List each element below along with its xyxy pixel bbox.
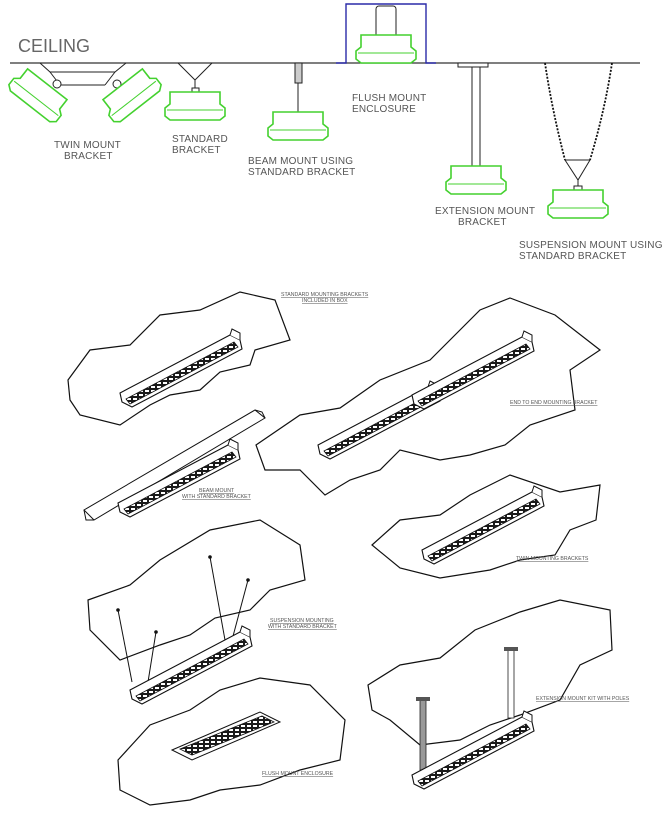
extension-mount-iso	[367, 599, 613, 790]
beam-mount-iso	[83, 409, 266, 521]
standard-mount-iso-label-2: INCLUDED IN BOX	[302, 298, 348, 304]
beam-mount-label-2: STANDARD BRACKET	[248, 167, 355, 178]
standard-bracket-illustration	[164, 62, 226, 121]
standard-mount-iso	[67, 291, 291, 426]
suspension-mount-illustration	[544, 62, 613, 219]
beam-mount-illustration	[267, 62, 329, 141]
standard-mount-iso-label-1: STANDARD MOUNTING BRACKETS	[281, 292, 369, 298]
flush-mount-iso	[117, 677, 346, 806]
beam-mount-iso-label-2: WITH STANDARD BRACKET	[182, 494, 252, 500]
flush-mount-illustration	[336, 3, 436, 64]
beam-mount-iso-label-1: BEAM MOUNT	[199, 488, 235, 494]
flush-mount-label-1: FLUSH MOUNT	[352, 93, 426, 104]
twin-mount-iso	[371, 474, 601, 579]
beam-mount-label-1: BEAM MOUNT USING	[248, 156, 353, 167]
ceiling-label: CEILING	[18, 36, 90, 56]
twin-mount-iso-label: TWIN MOUNTING BRACKETS	[516, 556, 589, 562]
end-to-end-label: END TO END MOUNTING BRACKET	[510, 400, 598, 406]
twin-mount-label-1: TWIN MOUNT	[54, 140, 121, 151]
standard-bracket-label-2: BRACKET	[172, 145, 221, 156]
extension-mount-illustration	[445, 62, 507, 195]
extension-mount-label-2: BRACKET	[458, 217, 507, 228]
extension-mount-iso-label: EXTENSION MOUNT KIT WITH POLES	[536, 696, 630, 702]
end-to-end-mount-iso	[255, 297, 602, 496]
twin-mount-illustration	[5, 62, 165, 126]
twin-mount-label-2: BRACKET	[64, 151, 113, 162]
suspension-mount-iso	[87, 519, 306, 705]
suspension-mount-label-2: STANDARD BRACKET	[519, 251, 626, 262]
suspension-mount-label-1: SUSPENSION MOUNT USING	[519, 240, 663, 251]
flush-mount-label-2: ENCLOSURE	[352, 104, 416, 115]
suspension-mount-iso-label-1: SUSPENSION MOUNTING	[270, 618, 334, 624]
extension-mount-label-1: EXTENSION MOUNT	[435, 206, 535, 217]
suspension-mount-iso-label-2: WITH STANDARD BRACKET	[268, 624, 338, 630]
flush-mount-iso-label: FLUSH MOUNT ENCLOSURE	[262, 771, 334, 777]
standard-bracket-label-1: STANDARD	[172, 134, 228, 145]
